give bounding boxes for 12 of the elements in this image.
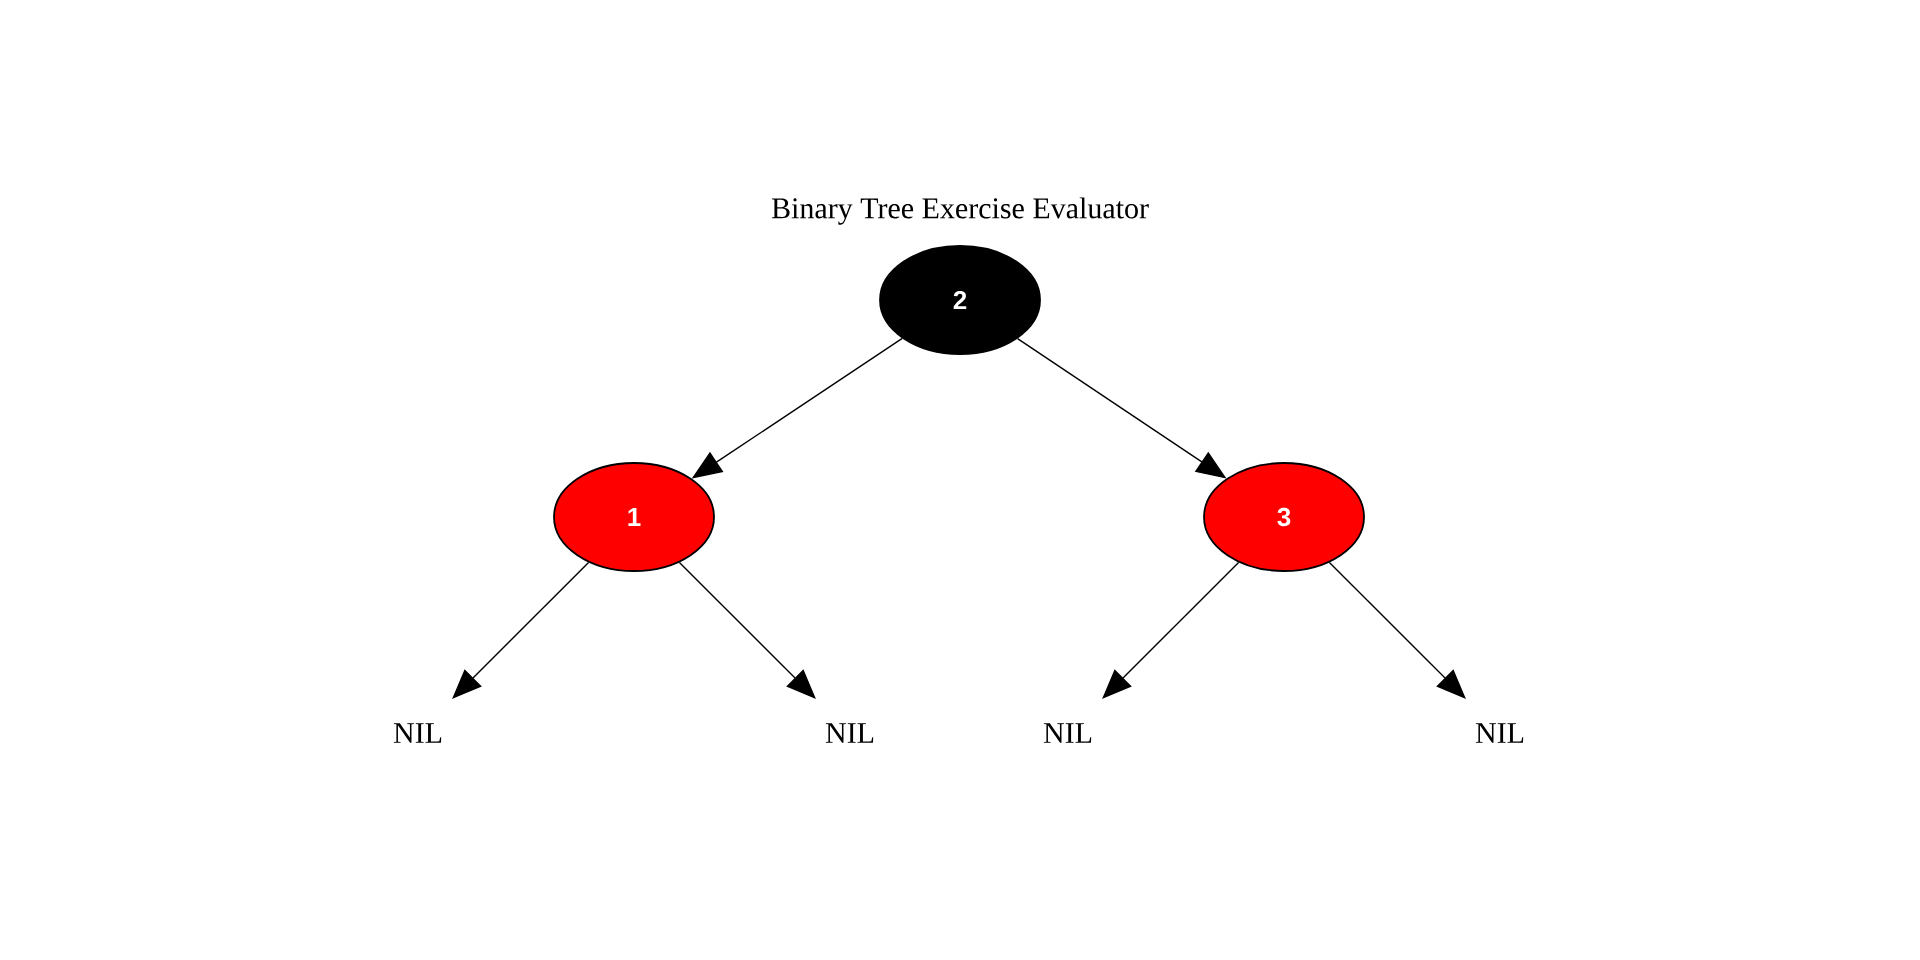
arrow	[1102, 561, 1240, 699]
arrow	[678, 561, 816, 699]
arrow	[1328, 561, 1466, 699]
nil-leaf: NIL	[1043, 723, 1092, 743]
tree-node: 1	[553, 462, 715, 572]
tree-node: 3	[1203, 462, 1365, 572]
nil-leaf: NIL	[1475, 723, 1524, 743]
nil-leaf: NIL	[825, 723, 874, 743]
arrow	[452, 561, 590, 699]
nil-leaf: NIL	[393, 723, 442, 743]
title: Binary Tree Exercise Evaluator	[771, 197, 1149, 225]
tree-node: 2	[879, 245, 1041, 355]
